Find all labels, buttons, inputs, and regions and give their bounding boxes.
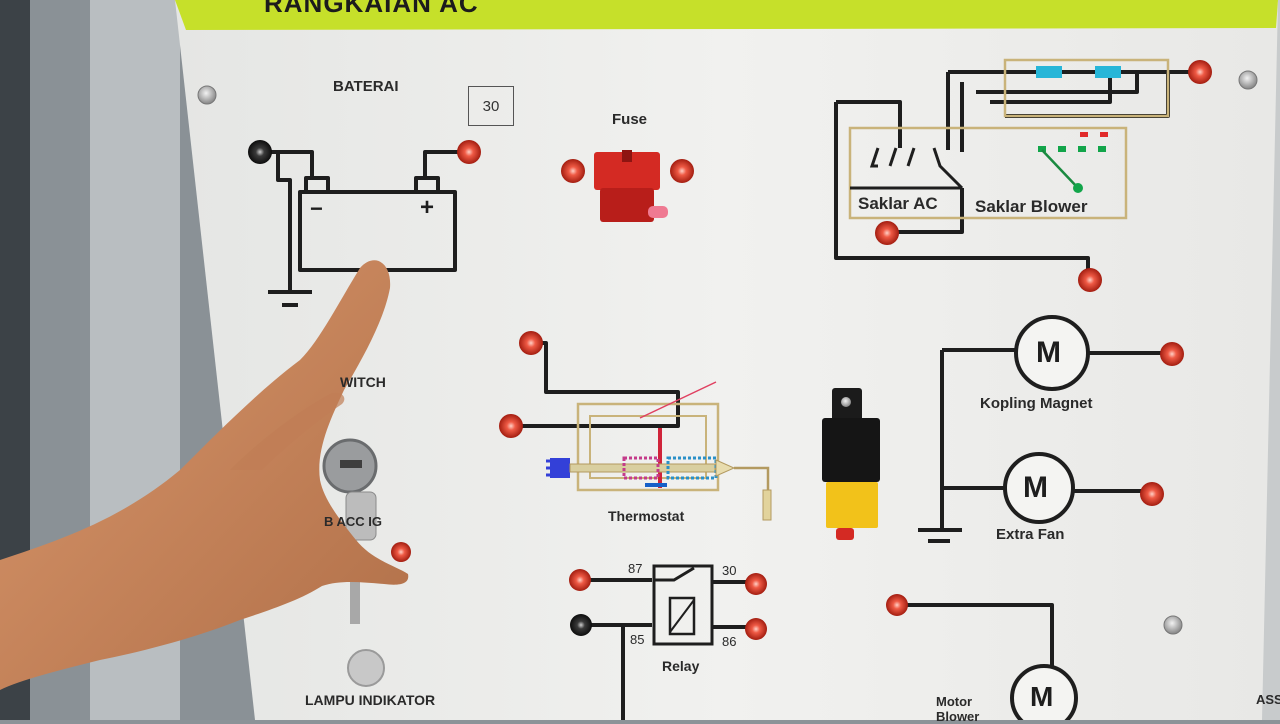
motor-blower: [1010, 664, 1078, 720]
label-switch: WITCH: [340, 374, 386, 390]
key-slot: [340, 460, 362, 468]
resistor: [1095, 66, 1121, 78]
motor-symbol-kopling: M: [1036, 336, 1061, 369]
relay-pin-30: 30: [722, 563, 737, 578]
label-motor-blower-line1: Motor: [936, 694, 973, 709]
battery-minus-sign: −: [310, 196, 323, 221]
screw: [1238, 70, 1258, 90]
relay-pin-87: 87: [628, 561, 643, 576]
terminal-black: [248, 140, 272, 164]
label-lampu-indikator: LAMPU INDIKATOR: [305, 692, 436, 708]
label-thermostat: Thermostat: [608, 508, 685, 524]
relay-pin-85: 85: [630, 632, 645, 647]
motor-extra-fan: [1003, 452, 1075, 524]
relay-pin-86: 86: [722, 634, 737, 649]
relay-symbol: [652, 564, 714, 646]
resistor: [1036, 66, 1062, 78]
label-box-30: 30: [468, 86, 514, 126]
screw: [1163, 615, 1183, 635]
blower-resistor-frame: [1003, 58, 1170, 118]
label-fuse: Fuse: [612, 111, 648, 128]
motor-symbol-extra-fan: M: [1023, 471, 1048, 504]
ignition-key: [345, 491, 377, 541]
motor-kopling-magnet: [1014, 315, 1090, 391]
label-saklar-ac: Saklar AC: [858, 194, 938, 213]
ac-switch-contacts: [850, 147, 964, 190]
header-title: RANGKAIAN AC: [264, 0, 479, 18]
label-edge-text: ASS: [1256, 692, 1280, 707]
thermostat-diagram: [546, 381, 772, 521]
key-blade: [350, 580, 360, 624]
fuse-component: [594, 150, 668, 222]
relay-component: [822, 388, 880, 540]
label-relay: Relay: [662, 658, 700, 674]
switch-frame: [848, 126, 1128, 220]
label-key-positions: B ACC IG: [324, 514, 383, 529]
label-motor-blower-line2: Blower: [936, 709, 980, 724]
blower-switch-dots: [1038, 132, 1108, 193]
screw: [197, 85, 217, 105]
label-saklar-blower: Saklar Blower: [975, 197, 1088, 216]
white-panel: [175, 0, 1278, 720]
label-kopling-magnet: Kopling Magnet: [980, 395, 1093, 412]
battery-plus-sign: +: [420, 194, 435, 221]
hand: [0, 260, 409, 690]
terminal-black: [570, 614, 592, 636]
banana-terminals: [391, 60, 1212, 640]
indicator-lamp: [347, 649, 385, 687]
header-band: [175, 0, 1278, 30]
label-baterai: BATERAI: [333, 78, 399, 95]
motor-symbol-blower: M: [1030, 681, 1054, 712]
label-extra-fan: Extra Fan: [996, 526, 1065, 543]
